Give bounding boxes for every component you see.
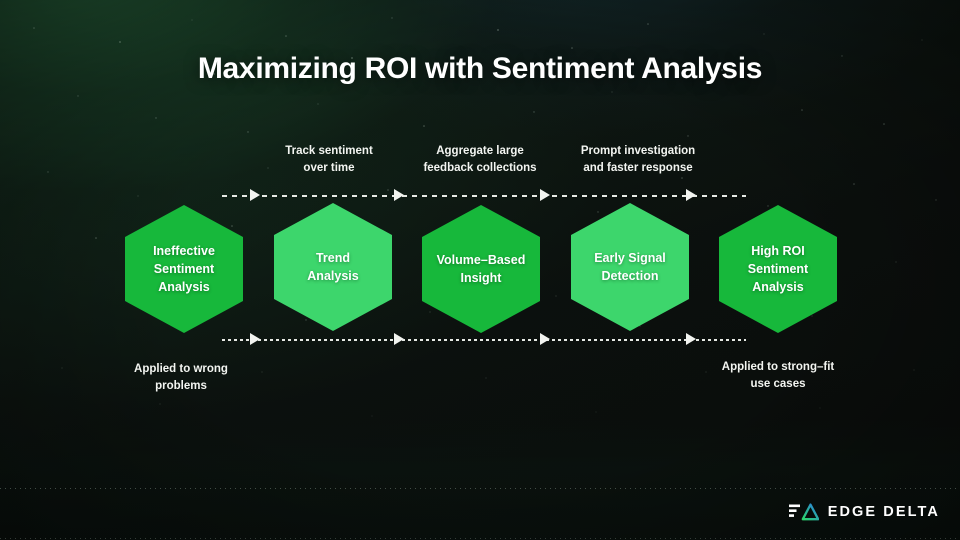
- hex-node-1-line1: Ineffective: [153, 243, 215, 258]
- hex-node-5[interactable]: High ROI Sentiment Analysis: [719, 205, 837, 333]
- edge-delta-mark-icon: [788, 503, 819, 521]
- top-caption-2-line1: Aggregate large: [436, 145, 524, 157]
- hex-node-3[interactable]: Volume–Based Insight: [422, 205, 540, 333]
- edge-delta-logo: EDGE DELTA: [788, 502, 940, 522]
- hex-node-3-line1: Volume–Based: [436, 252, 526, 267]
- top-caption-2: Aggregate large feedback collections: [390, 143, 570, 176]
- page-title: Maximizing ROI with Sentiment Analysis: [197, 52, 763, 85]
- hex-node-5-line2: Sentiment: [747, 261, 809, 276]
- top-caption-1-line2: over time: [303, 161, 355, 174]
- bottom-caption-2-line1: Applied to strong–fit: [721, 361, 835, 373]
- hex-node-2-line2: Analysis: [307, 269, 359, 283]
- top-caption-3-line1: Prompt investigation: [580, 145, 696, 157]
- top-caption-1-line1: Track sentiment: [285, 145, 373, 157]
- arrowhead-bottom-1: [250, 333, 260, 345]
- hex-node-1[interactable]: Ineffective Sentiment Analysis: [125, 205, 243, 333]
- hex-node-3-label: Volume–Based Insight: [437, 251, 526, 287]
- flow-arrow-top: [222, 189, 746, 201]
- bottom-caption-1-line1: Applied to wrong: [134, 363, 228, 375]
- arrowhead-bottom-3: [540, 333, 550, 345]
- hex-node-2[interactable]: Trend Analysis: [274, 203, 392, 331]
- hex-node-5-line3: Analysis: [752, 280, 804, 295]
- hex-node-4-line1: Early Signal: [594, 250, 666, 265]
- top-caption-3: Prompt investigation and faster response: [548, 143, 728, 176]
- hex-node-1-label: Ineffective Sentiment Analysis: [153, 242, 215, 296]
- hex-node-4-label: Early Signal Detection: [594, 249, 666, 285]
- flow-arrow-top-dashes: [222, 195, 746, 197]
- hex-node-4-line2: Detection: [601, 269, 659, 283]
- flow-arrow-bottom: [222, 333, 746, 345]
- hex-node-5-label: High ROI Sentiment Analysis: [748, 242, 808, 296]
- hex-node-5-line1: High ROI: [751, 243, 805, 258]
- arrowhead-bottom-4: [686, 333, 696, 345]
- hex-node-2-line1: Trend: [315, 250, 351, 265]
- edge-delta-wordmark: EDGE DELTA: [827, 504, 940, 520]
- bottom-caption-1-line2: problems: [155, 379, 207, 392]
- top-caption-3-line2: and faster response: [583, 161, 693, 174]
- arrowhead-top-3: [540, 189, 550, 201]
- arrowhead-bottom-2: [394, 333, 404, 345]
- hex-node-1-line3: Analysis: [158, 280, 210, 295]
- bottom-caption-2: Applied to strong–fit use cases: [688, 359, 868, 392]
- bottom-caption-2-line2: use cases: [750, 377, 806, 390]
- footer-divider: [0, 488, 960, 489]
- hex-node-1-line2: Sentiment: [153, 261, 215, 276]
- bottom-divider: [0, 538, 960, 539]
- hex-node-2-label: Trend Analysis: [307, 249, 358, 285]
- flow-arrow-bottom-dashes: [222, 339, 746, 341]
- arrowhead-top-1: [250, 189, 260, 201]
- top-caption-2-line2: feedback collections: [423, 161, 537, 174]
- top-caption-1: Track sentiment over time: [239, 143, 419, 176]
- arrowhead-top-2: [394, 189, 404, 201]
- bottom-caption-1: Applied to wrong problems: [91, 361, 271, 394]
- hex-node-4[interactable]: Early Signal Detection: [571, 203, 689, 331]
- hex-node-3-line2: Insight: [460, 271, 502, 285]
- arrowhead-top-4: [686, 189, 696, 201]
